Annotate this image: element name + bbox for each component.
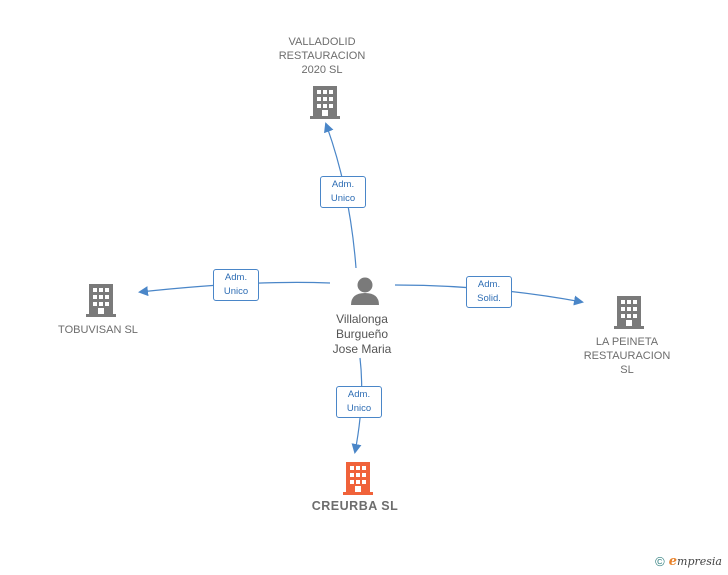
relation-box-creurba: Adm. Unico [336,386,382,418]
company-label-peineta[interactable]: LA PEINETA RESTAURACION SL [583,336,671,376]
relation-box-tobuvisan: Adm. Unico [213,269,259,301]
person-icon [351,277,379,305]
building-icon-peineta [614,296,644,329]
footer-credit: © empresia [655,554,722,569]
building-icon-valladolid [310,86,340,119]
company-label-tobuvisan[interactable]: TOBUVISAN SL [58,324,138,336]
building-icon-creurba [343,462,373,495]
relation-box-valladolid: Adm. Unico [320,176,366,208]
person-label[interactable]: Villalonga Burgueño Jose Maria [332,312,392,356]
company-label-creurba[interactable]: CREURBA SL [311,499,399,513]
relation-box-peineta: Adm. Solid. [466,276,512,308]
copyright-icon: © [655,554,665,569]
company-label-valladolid[interactable]: VALLADOLID RESTAURACION 2020 SL [278,36,366,76]
building-icon-tobuvisan [86,284,116,317]
empresia-logo[interactable]: empresia [668,554,722,569]
